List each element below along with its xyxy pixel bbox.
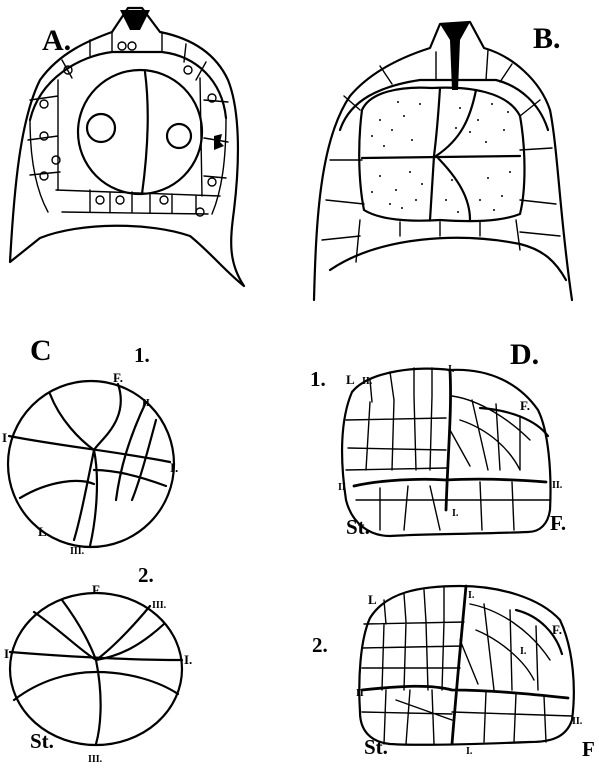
label-c1: 1. [134,343,150,367]
c1-mark-left: I [2,430,7,445]
fig-a-nucleus-left [87,114,115,142]
d1-mark-f-bottom: F. [550,511,566,535]
d1-median-wall [354,370,546,510]
figure-d2: 2. L I. F. I. II II. I. St. F [312,586,595,761]
c1-mark-right: I. [170,460,178,475]
label-a: A. [42,24,71,57]
c2-mark-top: F. [92,582,102,597]
label-d1: 1. [310,367,326,391]
label-c: C [30,334,52,367]
figure-b: B. [314,22,572,300]
c2-mark-right: I. [184,652,192,667]
d1-mark-st: St. [346,515,370,539]
c2-mark-bottom: III. [88,754,103,765]
c2-walls [14,600,178,744]
figure-d1: D. 1. L II. I. F. II. II I. St. F. [310,338,566,539]
fig-b-tetrad-walls [362,88,520,220]
d2-mark-top: I. [468,590,475,601]
d2-mark-f-bottom: F [582,737,595,761]
d2-mark-ii-left: II [356,688,364,699]
d2-mark-f-right: F. [552,622,562,637]
fig-a-bottom-cells [56,190,220,214]
d1-mark-l: L [346,372,355,387]
fig-a-inner-layer [30,52,226,120]
c1-mark-top: F. [113,370,123,385]
d2-mark-st: St. [364,735,388,759]
figure-a: A. [10,8,244,286]
c1-mark-bottom-left: L. [38,524,50,539]
c1-mark-upper-right: II [142,398,150,409]
fig-a-nucleus-right [167,124,191,148]
label-b: B. [533,22,561,55]
fig-b-mother-cell [359,88,524,221]
d2-mark-small: I. [520,646,527,657]
d1-mark-top: I. [448,364,455,375]
d1-mark-f-right: F. [520,398,530,413]
label-d: D. [510,338,539,371]
fig-a-division-wall [142,72,148,194]
label-d2: 2. [312,633,328,657]
figure-c: C 1. F. II I I. L. III. 2. F. III. I I. … [2,334,192,765]
label-c2: 2. [138,563,154,587]
c2-section [10,593,182,745]
d2-cell-walls [362,588,572,744]
d2-mark-ii-right: II. [572,716,583,727]
d2-mark-l: L [368,592,377,607]
d1-mark-ii-left: II [338,482,346,493]
d1-mark-bottom: I. [452,508,459,519]
d1-mark-small: II. [362,376,373,387]
fig-b-subtending-tissue [330,238,566,280]
c2-mark-upper-right: III. [152,600,167,611]
d2-outline [359,586,574,745]
d1-mark-ii-right: II. [552,480,563,491]
fig-a-apex [120,10,150,30]
c2-mark-st: St. [30,729,54,753]
d1-arc [480,408,548,436]
c2-mark-left: I [4,646,9,661]
d2-mark-bottom: I. [466,746,473,757]
fig-a-mother-cell [78,70,202,194]
fig-a-dividing-nucleus [214,134,224,150]
c1-mark-bottom: III. [70,546,85,557]
